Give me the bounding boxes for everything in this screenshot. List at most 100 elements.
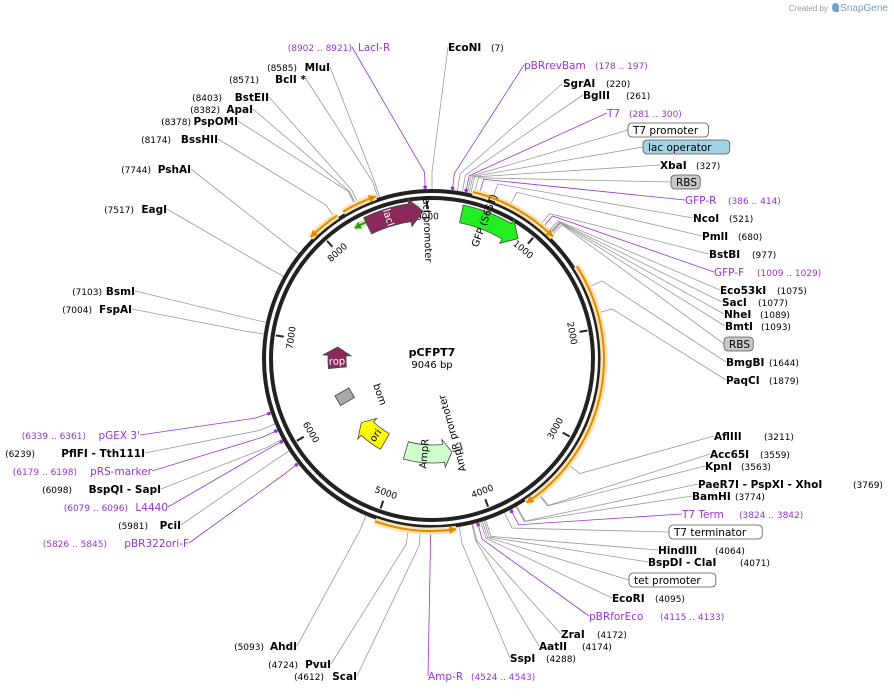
prs-marker-marker: [274, 429, 278, 433]
xbai-position: (327): [696, 162, 720, 172]
pbr322ori-f-leader: [188, 462, 300, 544]
sspi-label: SspI: [510, 653, 535, 665]
bspdi-clai-leader: [483, 518, 649, 563]
aatii-position: (4174): [582, 643, 612, 653]
pbrforeco-label: pBRforEco: [589, 611, 643, 623]
bsmi-position: (7103): [72, 288, 102, 298]
apai-position: (8382): [190, 106, 220, 116]
xbai-label: XbaI: [660, 160, 687, 172]
bmgbi-label: BmgBI: [726, 357, 764, 369]
bsshii-label: BssHII: [181, 134, 218, 146]
rop-arrow: [321, 346, 353, 370]
acc65i-position: (3559): [760, 451, 790, 461]
snapgene-credit: Created by SnapGene: [789, 3, 888, 14]
tet-promoter-leader: [481, 519, 630, 581]
paqci-position: (1879): [769, 377, 799, 387]
tick-label-2000: 2000: [564, 321, 578, 346]
t7-promoter-leader: [466, 129, 629, 195]
t7-promoter-label: T7 promoter: [632, 125, 699, 137]
pflfi-tth111i-label: PflFI - Tth111I: [61, 448, 145, 460]
tick-label-5000: 5000: [373, 485, 398, 502]
tick-label-3000: 3000: [546, 416, 566, 441]
t7-terminator-label: T7 terminator: [673, 527, 747, 539]
bglii-label: BglII: [583, 90, 610, 102]
laci-r-leader: [351, 46, 426, 192]
pgex-3-leader: [139, 411, 273, 436]
paer7i-pspxi-xhoi-position: (3769): [853, 481, 883, 491]
hindiii-leader: [484, 518, 659, 551]
sspi-leader: [458, 524, 511, 659]
paer7i-pspxi-xhoi-label: PaeR7I - PspXI - XhoI: [698, 479, 822, 491]
ampr-arrow: [402, 438, 453, 469]
bamhi-leader: [514, 495, 693, 523]
orf-arrowhead-2: [449, 526, 457, 535]
zrai-leader: [471, 522, 562, 635]
tet-promoter-label: tet promoter: [634, 575, 701, 587]
ncoi-label: NcoI: [693, 213, 719, 225]
hindiii-label: HindIII: [658, 545, 697, 557]
bstbi-position: (977): [752, 251, 776, 261]
pcii-position: (5981): [118, 522, 148, 532]
brand-name: SnapGene: [840, 3, 888, 14]
ampr-promoter-arrow: [452, 442, 463, 453]
bsshii-position: (8174): [141, 136, 171, 146]
bsteii-position: (8403): [192, 94, 222, 104]
bmti-position: (1093): [761, 323, 791, 333]
t7-term-leader: [509, 507, 683, 526]
tick-label-1000: 1000: [511, 239, 535, 262]
t7-marker: [464, 188, 468, 193]
bamhi-label: BamHI: [692, 491, 731, 503]
pbr322ori-f-label: pBR322ori-F: [124, 538, 189, 550]
tick-mark-5000: [379, 500, 385, 509]
gfp-f-label: GFP-F: [714, 267, 744, 279]
tick-mark-2000: [579, 329, 588, 333]
bsmi-label: BsmI: [106, 286, 135, 298]
pbr322ori-f-marker: [294, 462, 299, 467]
bspqi-sapi-leader: [160, 438, 285, 490]
pgex-3-label: pGEX 3': [98, 430, 140, 442]
backbone-outer-ring: [262, 189, 602, 529]
tick-mark-4000: [484, 498, 490, 508]
tick-mark-8000: [326, 240, 334, 248]
pshai-label: PshAI: [158, 164, 191, 176]
orf-arrowhead-4: [367, 195, 376, 203]
econi-label: EcoNI: [448, 42, 481, 54]
sgrai-label: SgrAI: [563, 78, 595, 90]
sspi-position: (4288): [546, 655, 576, 665]
pbrforeco-leader: [476, 520, 590, 617]
fspai-position: (7004): [62, 306, 92, 316]
prs-marker-position: (6179 .. 6198): [13, 468, 77, 478]
amp-r-label: Amp-R: [428, 671, 463, 683]
pflfi-tth111i-position: (6239): [5, 450, 35, 460]
bsshii-leader: [217, 138, 338, 221]
gfp-r-position: (386 .. 414): [728, 197, 781, 207]
aatii-leader: [470, 522, 540, 647]
zrai-label: ZraI: [561, 629, 585, 641]
sgrai-position: (220): [606, 80, 630, 90]
apai-leader: [252, 108, 359, 209]
t7-term-label: T7 Term: [681, 509, 724, 521]
bmti-leader: [547, 222, 726, 327]
scai-leader: [356, 526, 421, 677]
t7-term-position: (3824 .. 3842): [739, 511, 803, 521]
laci-r-position: (8902 .. 8921): [288, 44, 352, 54]
pmli-position: (680): [738, 233, 762, 243]
bsteii-label: BstEII: [235, 92, 269, 104]
pshai-leader: [190, 168, 301, 256]
eagi-label: EagI: [141, 204, 167, 216]
orf-arrowhead-1: [526, 495, 535, 503]
orf-arc-0: [472, 190, 554, 238]
orf-arcs: [308, 188, 608, 535]
t7-position: (281 .. 300): [629, 110, 682, 120]
laci-r-marker: [423, 185, 427, 189]
rop-label: rop: [329, 356, 346, 367]
pbrforeco-marker: [476, 522, 480, 527]
nhei-label: NheI: [724, 309, 751, 321]
l4440-marker: [279, 440, 284, 444]
pvui-leader: [330, 525, 410, 665]
pbrforeco-position: (4115 .. 4133): [660, 613, 724, 623]
ncoi-position: (521): [729, 215, 753, 225]
tick-label-7000: 7000: [285, 326, 298, 350]
